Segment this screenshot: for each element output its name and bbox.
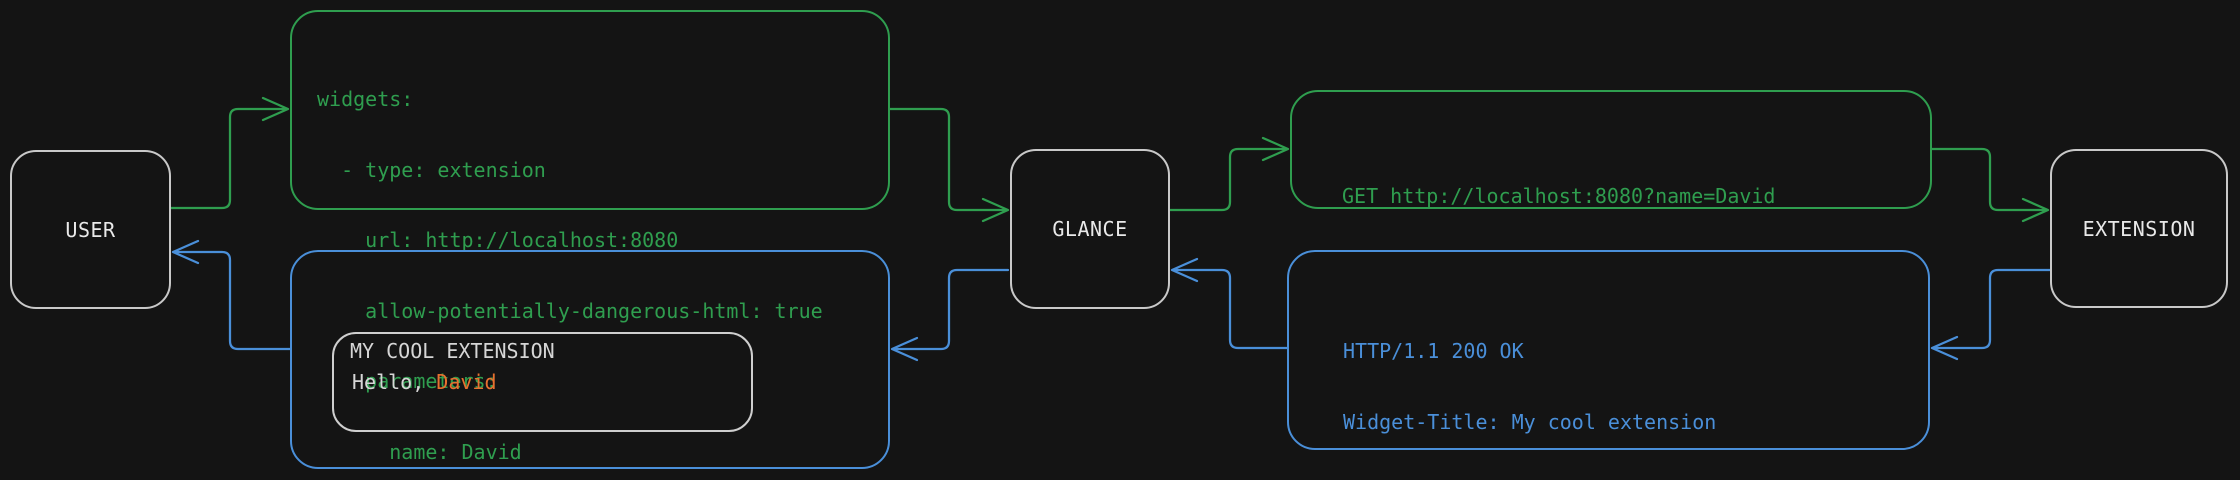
arrow-widget-to-user (171, 239, 292, 351)
widget-preview: Hello, David (332, 332, 753, 432)
yaml-line: allow-potentially-dangerous-html: true (317, 298, 823, 323)
extension-node-label: EXTENSION (2082, 216, 2196, 241)
yaml-line: parameters: (317, 369, 498, 393)
http-response-line: Widget-Title: My cool extension (1343, 409, 1717, 434)
arrow-config-to-glance (888, 107, 1010, 223)
extension-node: EXTENSION (2050, 149, 2228, 308)
arrow-response-to-glance (1170, 257, 1289, 350)
greeting-prefix: Hello, (352, 370, 437, 394)
yaml-line: name: David (317, 439, 522, 464)
get-request-text: GET http://localhost:8080?name=David (1342, 184, 1776, 208)
get-request-box: GET http://localhost:8080?name=David (1290, 90, 1932, 209)
yaml-config-box: widgets: - type: extension url: http://l… (290, 10, 890, 463)
yaml-line: widgets: (317, 87, 414, 111)
greeting-name: David (436, 370, 497, 394)
http-response-code: HTTP/1.1 200 OK Widget-Title: My cool ex… (1343, 293, 1909, 480)
arrow-glance-to-widget (890, 268, 1010, 362)
arrow-user-to-config (169, 96, 290, 210)
http-response-box: HTTP/1.1 200 OK Widget-Title: My cool ex… (1287, 250, 1930, 450)
http-response-line: HTTP/1.1 200 OK (1343, 339, 1524, 363)
user-node-label: USER (65, 217, 116, 242)
glance-node-label: GLANCE (1052, 217, 1128, 241)
yaml-config-code: widgets: - type: extension url: http://l… (317, 41, 823, 480)
user-node: USER (10, 150, 171, 309)
arrow-request-to-extension (1930, 147, 2050, 223)
yaml-line: - type: extension (317, 157, 546, 182)
glance-node: GLANCE (1010, 149, 1170, 309)
yaml-line: url: http://localhost:8080 (317, 228, 679, 252)
arrow-glance-to-request (1168, 136, 1290, 212)
rendered-widget-box: MY COOL EXTENSION Hello, David (290, 250, 890, 469)
widget-title: MY COOL EXTENSION (350, 339, 555, 363)
arrow-extension-to-response (1930, 268, 2052, 361)
